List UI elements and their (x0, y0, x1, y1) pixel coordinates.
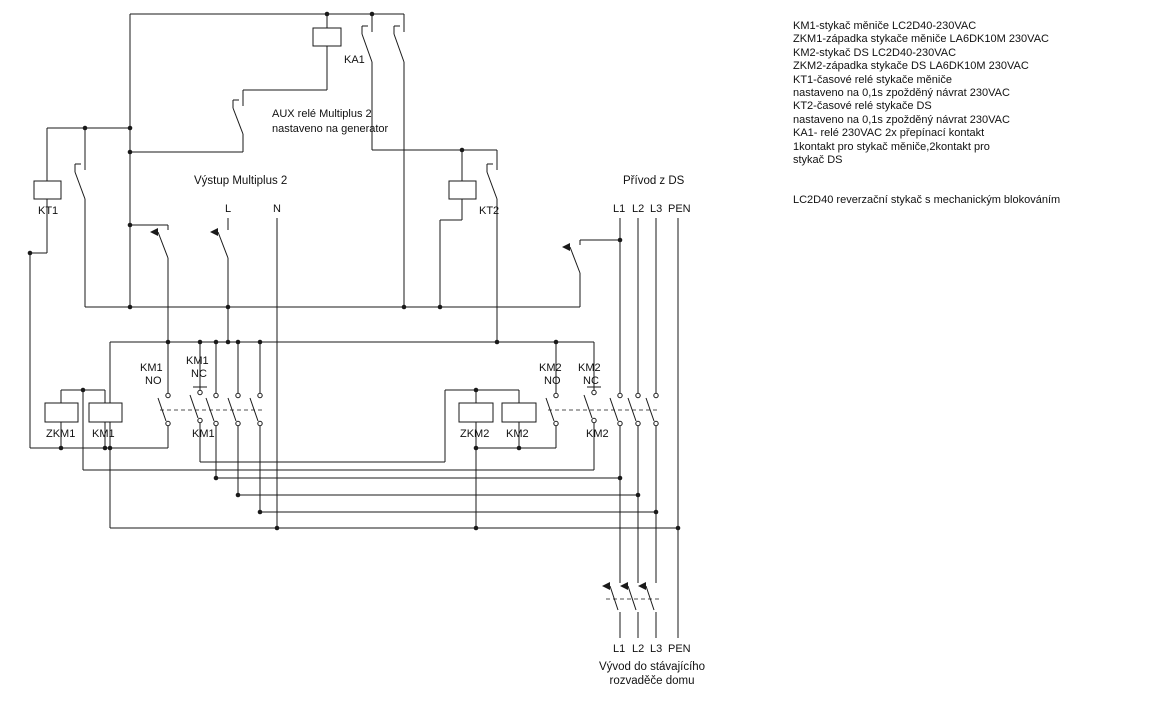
multiplus-output-caption: Výstup Multiplus 2 (194, 175, 287, 187)
zkm2-label: ZKM2 (460, 428, 489, 440)
ka1-coil (312, 27, 342, 47)
legend-line: KT1-časové relé stykače měniče (793, 73, 952, 86)
out-terminal-pen: PEN (668, 643, 691, 655)
km1-no-sub: NO (145, 375, 162, 387)
contact-terminals (165, 389, 659, 427)
out-terminal-l3: L3 (650, 643, 662, 655)
zkm1-label: ZKM1 (46, 428, 75, 440)
kt1-coil (33, 180, 62, 200)
km1-main-label: KM1 (192, 428, 215, 440)
terminal-l: L (225, 203, 231, 215)
output-caption-line1: Vývod do stávajícího (599, 661, 705, 673)
km1-nc-label: KM1 (186, 355, 209, 367)
legend-note: LC2D40 reverzační stykač s mechanickým b… (793, 194, 1061, 207)
legend: KM1-stykač měniče LC2D40-230VAC ZKM1-záp… (793, 20, 1163, 208)
ds-feed-caption: Přívod z DS (623, 175, 685, 187)
km1-coil (88, 402, 123, 423)
terminal-l2: L2 (632, 203, 644, 215)
terminal-l3: L3 (650, 203, 662, 215)
aux-annotation-line1: AUX relé Multiplus 2 (272, 108, 372, 120)
legend-line: KM1-stykač měniče LC2D40-230VAC (793, 20, 977, 32)
terminal-n: N (273, 203, 281, 215)
out-terminal-l2: L2 (632, 643, 644, 655)
kt2-coil (448, 180, 477, 200)
zkm1-coil (44, 402, 79, 423)
zkm2-coil (458, 402, 494, 423)
legend-line: nastaveno na 0,1s zpožděný návrat 230VAC (793, 113, 1010, 126)
legend-line: KA1- relé 230VAC 2x přepínací kontakt (793, 127, 985, 140)
contact-arrows (150, 228, 646, 590)
legend-line: 1kontakt pro stykač měniče,2kontakt pro (793, 140, 990, 153)
km2-no-label: KM2 (539, 362, 562, 374)
terminal-pen: PEN (668, 203, 691, 215)
ka1-label: KA1 (344, 54, 365, 66)
km2-no-sub: NO (544, 375, 561, 387)
legend-line: KM2-stykač DS LC2D40-230VAC (793, 46, 957, 59)
km2-coil (501, 402, 537, 423)
km1-nc-sub: NC (191, 368, 207, 380)
kt2-label: KT2 (479, 205, 499, 217)
out-terminal-l1: L1 (613, 643, 625, 655)
mechanical-linkage (160, 409, 660, 600)
km2-nc-label: KM2 (578, 362, 601, 374)
legend-line: ZKM1-západka stykače měniče LA6DK10M 230… (793, 33, 1049, 46)
km1-coil-label: KM1 (92, 428, 115, 440)
kt1-label: KT1 (38, 205, 58, 217)
output-caption-line2: rozvaděče domu (609, 675, 694, 687)
labels: KA1 KT1 KT2 AUX relé Multiplus 2 nastave… (38, 54, 705, 687)
terminal-l1: L1 (613, 203, 625, 215)
km2-nc-sub: NC (583, 375, 599, 387)
legend-line: KT2-časové relé stykače DS (793, 100, 932, 113)
legend-line: stykač DS (793, 154, 843, 167)
legend-line: ZKM2-západka stykače DS LA6DK10M 230VAC (793, 60, 1029, 73)
km2-coil-label: KM2 (506, 428, 529, 440)
wiring (29, 13, 679, 638)
aux-annotation-line2: nastaveno na generator (272, 123, 389, 135)
legend-line: nastaveno na 0,1s zpožděný návrat 230VAC (793, 87, 1010, 100)
junction-dots (27, 11, 681, 531)
coil-boxes (33, 27, 537, 423)
km2-main-label: KM2 (586, 428, 609, 440)
km1-no-label: KM1 (140, 362, 163, 374)
